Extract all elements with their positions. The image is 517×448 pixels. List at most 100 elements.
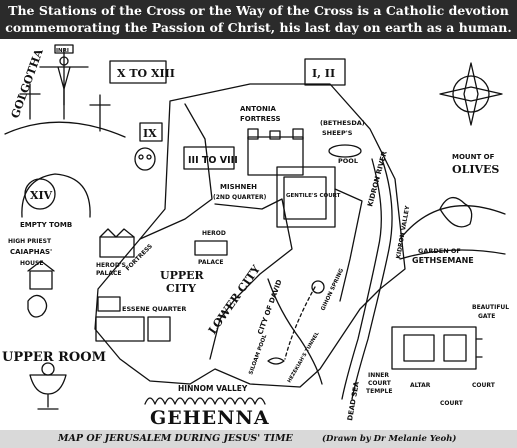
station-box-iii-viii [183,146,235,170]
temple-complex-outer [391,326,477,370]
label-upper-room: UPPER ROOM [2,350,106,365]
label-gehenna: GEHENNA [150,407,270,429]
label-stations-i-ii: I, II [312,67,335,80]
header-line-1: The Stations of the Cross or the Way of … [8,3,509,18]
label-bethesda: (BETHESDA) [320,119,365,127]
golgotha-cross-center [39,48,89,120]
footer-bar: MAP OF JERUSALEM DURING JESUS' TIME (Dra… [0,430,517,448]
mount-of-olives-hill [399,205,506,240]
herods-palace-building [99,236,135,258]
golgotha-figure [57,66,71,106]
outer-city-wall [94,83,406,388]
label-altar: ALTAR [410,382,431,389]
label-sheeps: SHEEP'S [322,129,353,137]
label-herod: HEROD [202,230,226,237]
sheeps-pool-mark [328,144,362,158]
jerusalem-map: GOLGOTHA INRI X TO XIII IX XIV EMPTY TOM… [2,44,509,429]
host-icon [41,362,55,376]
label-beautiful: BEAUTIFUL [472,304,509,311]
temple-mount [276,166,336,228]
skull-eye-right [146,154,152,160]
golgotha-head [59,56,69,66]
label-fortress-2: FORTRESS [124,243,154,273]
label-mount-of: MOUNT OF [452,153,495,161]
label-gethsemane: GETHSEMANE [412,256,474,265]
label-court-female: COURT [440,400,464,407]
label-gentiles-court: GENTILE'S COURT [286,193,341,199]
gihon-spring-mark [311,280,325,294]
skull-eye-left [138,154,144,160]
label-caiaphas: CAIAPHAS' [10,248,52,256]
label-empty-tomb: EMPTY TOMB [20,221,72,229]
label-siloam-pool: SILOAM POOL [248,333,268,375]
essene-quarter-box-2 [95,316,145,342]
label-essene-quarter: ESSENE QUARTER [122,305,186,313]
antonia-tower-1 [247,128,259,140]
golgotha-hill [4,121,126,138]
label-antonia: ANTONIA [240,105,276,113]
gethsemane-tree [439,197,473,228]
station-box-ix [139,122,163,142]
compass-rose-icon [439,62,503,126]
gethsemane-ground [399,249,506,260]
essene-quarter-box-3 [147,316,171,342]
upper-city-wall [209,198,293,360]
label-house: HOUSE [20,260,43,267]
label-city: CITY [166,282,196,295]
essene-quarter-box-1 [97,296,121,312]
map-credit: (Drawn by Dr Melanie Yeoh) [322,434,457,444]
label-palace: PALACE [96,270,121,277]
golgotha-cross-right [89,94,111,132]
label-upper: UPPER [160,269,205,282]
label-stations-iii-viii: III TO VIII [188,155,238,166]
temple-complex-altar [443,334,467,362]
city-of-david-path [267,278,323,385]
label-gate: GATE [478,313,495,320]
inner-city-wall [139,103,213,240]
siloam-pool-mark [267,357,285,365]
empty-tomb-stone [24,178,56,210]
label-herod-palace: PALACE [198,259,223,266]
antonia-tower-3 [269,130,281,140]
label-garden-of: GARDEN OF [418,247,461,255]
empty-tomb-cave [21,173,91,218]
label-stations-x-xiii: X TO XIII [117,67,175,80]
map-caption: MAP OF JERUSALEM DURING JESUS' TIME [58,433,293,444]
label-kidron-river: KIDRON RIVER [366,150,389,208]
antonia-fortress [247,136,304,176]
label-inri: INRI [56,48,69,54]
skull-icon [134,147,156,171]
label-herods: HEROD'S [96,262,126,269]
herods-palace-roof [99,228,135,238]
station-box-x-xiii [109,60,167,84]
herod-palace-building [194,240,228,256]
gehenna-flames [144,397,266,405]
header-line-2: commemorating the Passion of Christ, his… [5,20,512,35]
label-hinnom-valley: HINNOM VALLEY [178,384,248,393]
label-mishneh: MISHNEH [220,183,257,191]
temple-complex-inner [403,334,435,362]
label-pool: POOL [338,157,358,165]
kidron-river [341,158,382,400]
label-station-xiv: XIV [30,189,53,202]
label-dead-sea: DEAD SEA [346,380,361,421]
gentiles-court-box [283,176,327,220]
label-second-quarter: (2ND QUARTER) [213,194,267,201]
rooster-icon [27,294,48,318]
label-temple: TEMPLE [366,388,392,395]
label-station-ix: IX [143,127,157,140]
label-gihon-spring: GIHON SPRING [320,267,345,311]
label-olives: OLIVES [452,163,499,176]
label-inner: INNER [368,372,389,379]
station-box-i-ii [304,58,346,86]
label-high-priest: HIGH PRIEST [8,238,52,245]
label-lower-city: LOWER CITY [206,263,263,337]
kidron-river-bank [351,158,393,400]
chalice-icon [29,374,67,410]
header-banner: The Stations of the Cross or the Way of … [0,0,517,39]
caiaphas-house-roof [27,260,55,272]
label-court-temple: COURT [368,380,392,387]
inri-sign [54,44,74,54]
golgotha-cross-left [19,83,41,120]
antonia-tower-2 [292,128,304,140]
